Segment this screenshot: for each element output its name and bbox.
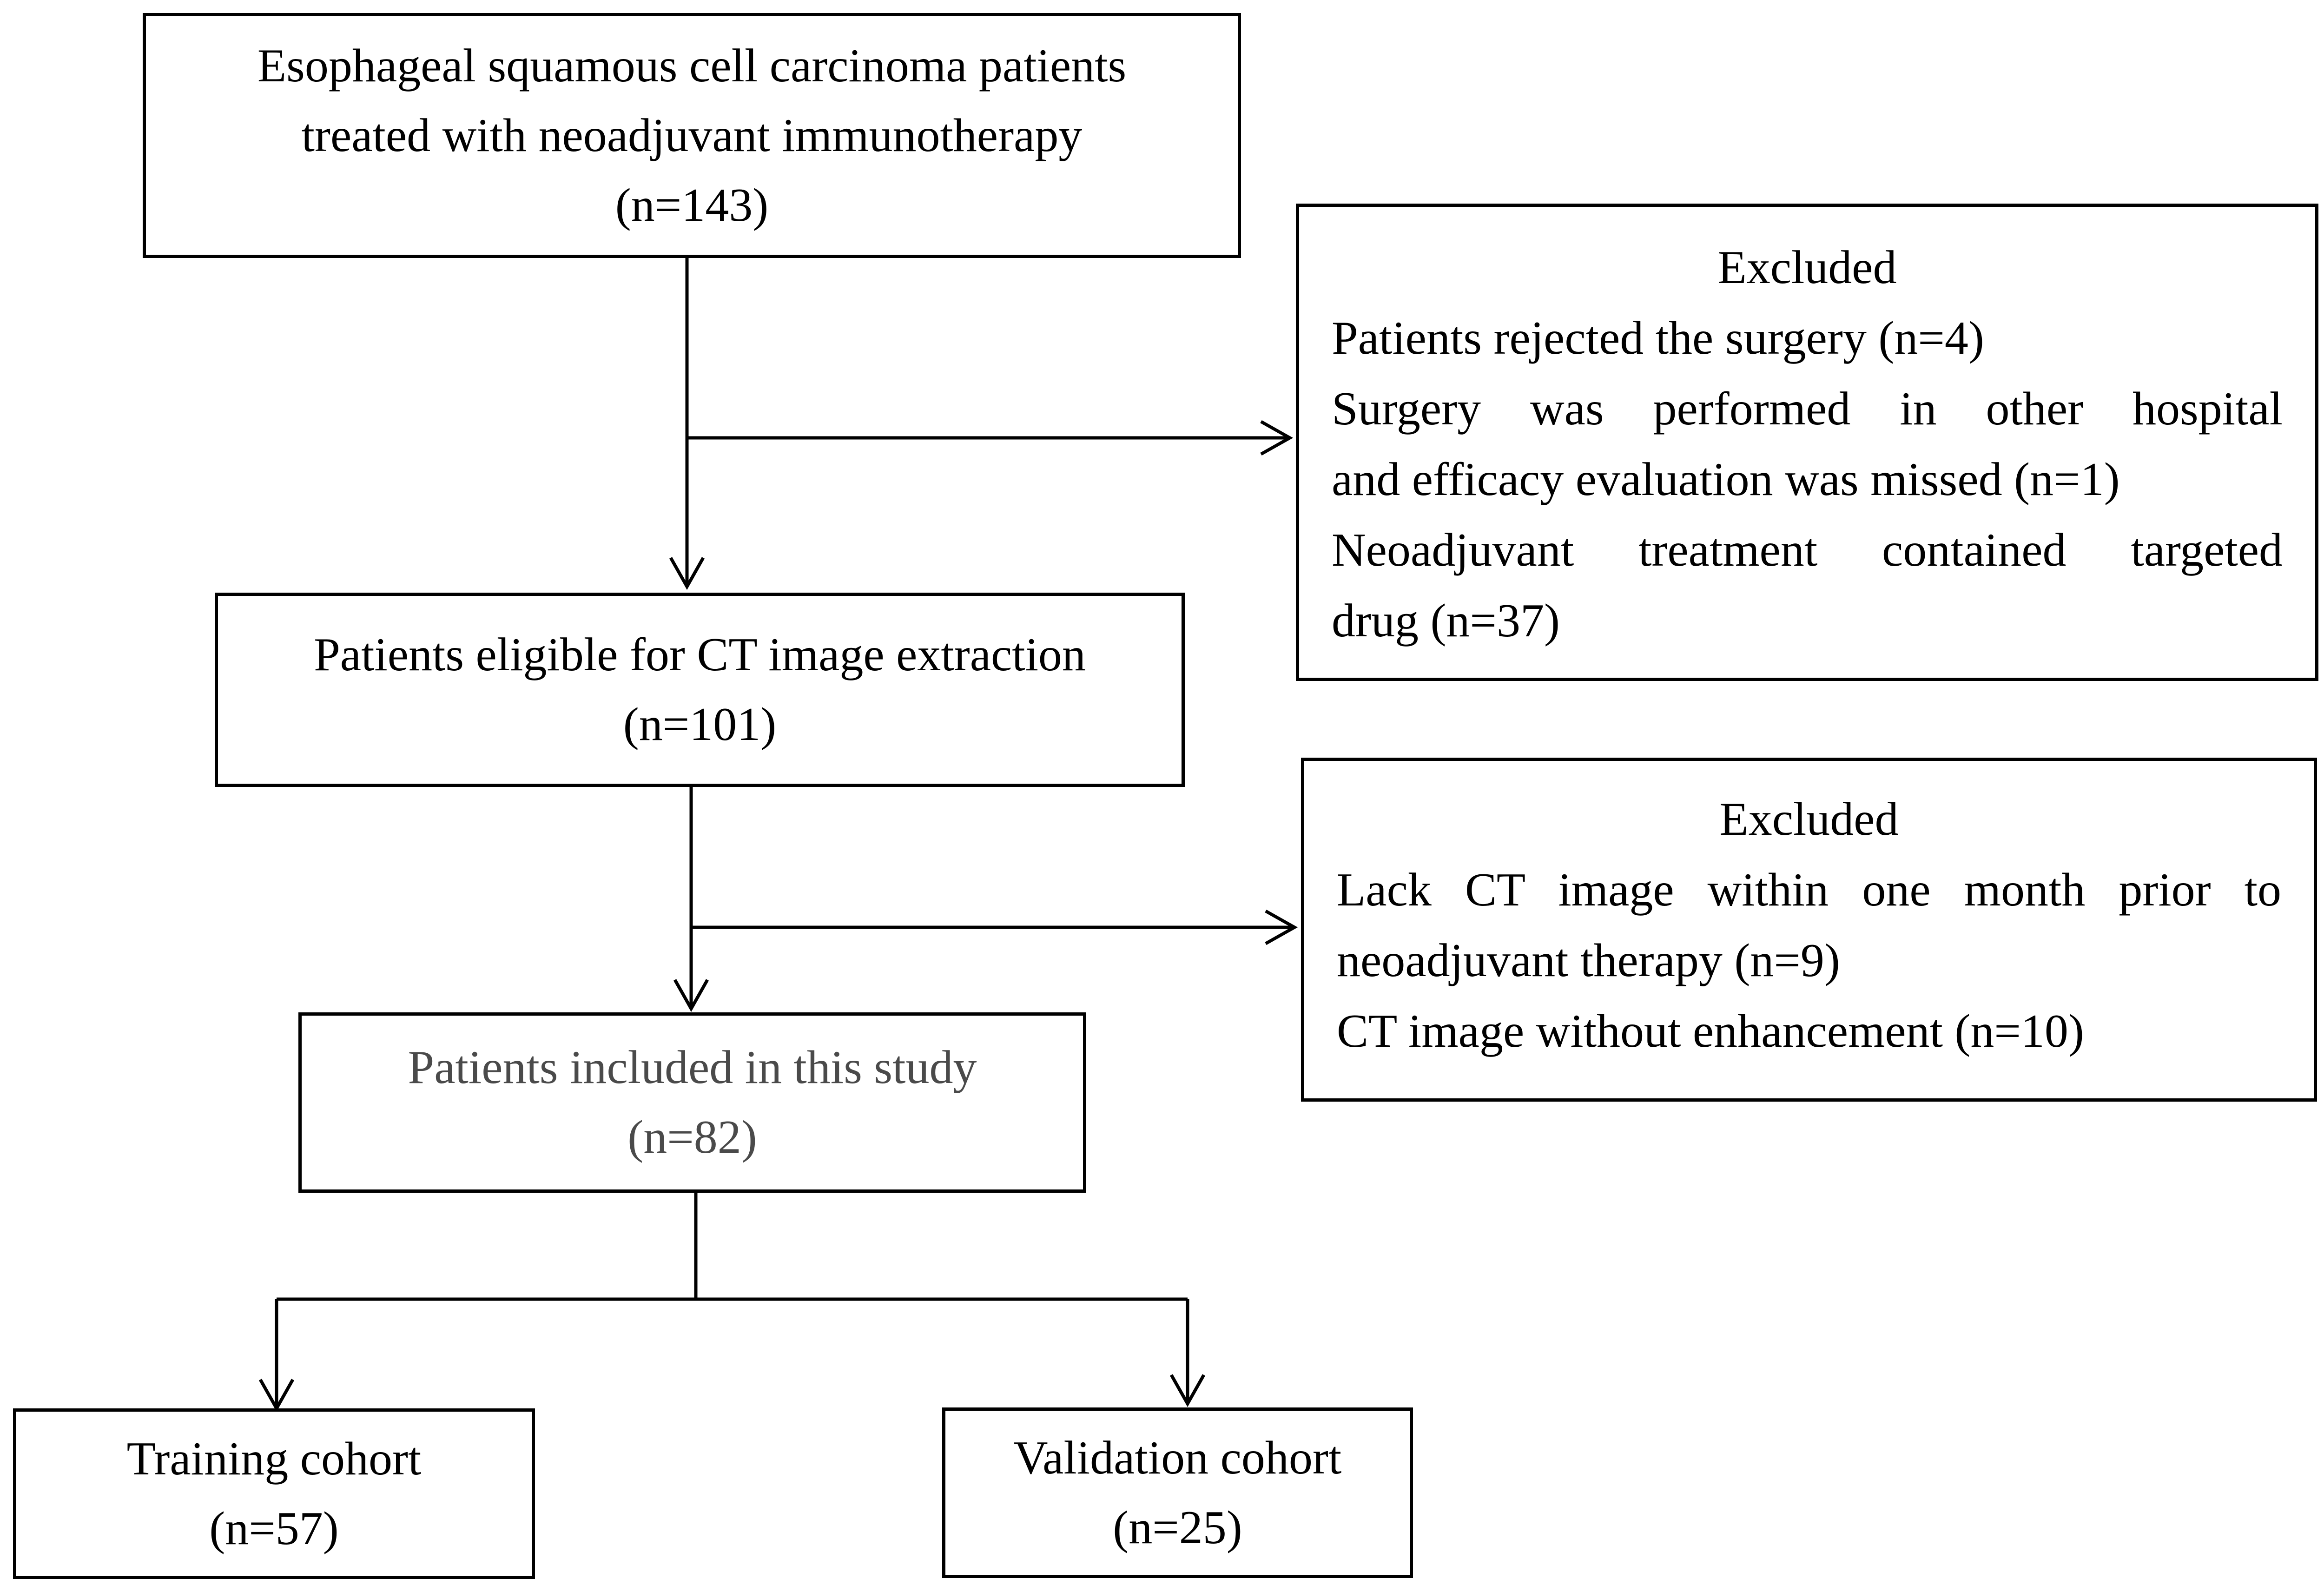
- validation-cohort-count: (n=25): [1113, 1501, 1242, 1554]
- arrowhead-exclusion2: [1265, 909, 1298, 945]
- initial-cohort-count: (n=143): [615, 178, 769, 231]
- exclusion-2-line1: Lack CT image within one month prior to: [1337, 864, 2281, 916]
- eligible-box: Patients eligible for CT image extractio…: [215, 593, 1185, 787]
- exclusion-1-line4: Neoadjuvant treatment contained targeted: [1332, 524, 2283, 576]
- validation-cohort-label: Validation cohort: [1013, 1431, 1342, 1484]
- exclusion-1-line3: and efficacy evaluation was missed (n=1): [1332, 453, 2120, 506]
- validation-cohort-box: Validation cohort (n=25): [942, 1407, 1413, 1578]
- exclusion-1-line2: Surgery was performed in other hospital: [1332, 383, 2283, 435]
- arrowhead-validation: [1169, 1374, 1206, 1407]
- arrowhead-exclusion1: [1260, 420, 1294, 456]
- initial-cohort-line2: treated with neoadjuvant immunotherapy: [301, 109, 1083, 162]
- exclusion-box-2: Excluded Lack CT image within one month …: [1301, 758, 2317, 1102]
- exclusion-2-line2: neoadjuvant therapy (n=9): [1337, 934, 1840, 987]
- exclusion-1-line1: Patients rejected the surgery (n=4): [1332, 312, 1984, 364]
- initial-cohort-box: Esophageal squamous cell carcinoma patie…: [143, 13, 1241, 258]
- included-box: Patients included in this study (n=82): [298, 1012, 1086, 1193]
- exclusion-box-1: Excluded Patients rejected the surgery (…: [1296, 204, 2318, 681]
- exclusion-1-line5: drug (n=37): [1332, 595, 1560, 647]
- included-count: (n=82): [627, 1111, 757, 1163]
- training-cohort-count: (n=57): [209, 1502, 339, 1555]
- training-cohort-label: Training cohort: [126, 1432, 422, 1485]
- arrowhead-eligible: [669, 557, 705, 590]
- training-cohort-box: Training cohort (n=57): [13, 1408, 535, 1579]
- exclusion-1-title: Excluded: [1717, 241, 1897, 294]
- included-line1: Patients included in this study: [408, 1041, 977, 1094]
- exclusion-2-line3: CT image without enhancement (n=10): [1337, 1005, 2084, 1057]
- eligible-line1: Patients eligible for CT image extractio…: [314, 628, 1086, 681]
- initial-cohort-line1: Esophageal squamous cell carcinoma patie…: [257, 39, 1127, 92]
- arrowhead-included: [673, 979, 709, 1012]
- exclusion-2-title: Excluded: [1719, 793, 1899, 846]
- eligible-count: (n=101): [623, 698, 777, 751]
